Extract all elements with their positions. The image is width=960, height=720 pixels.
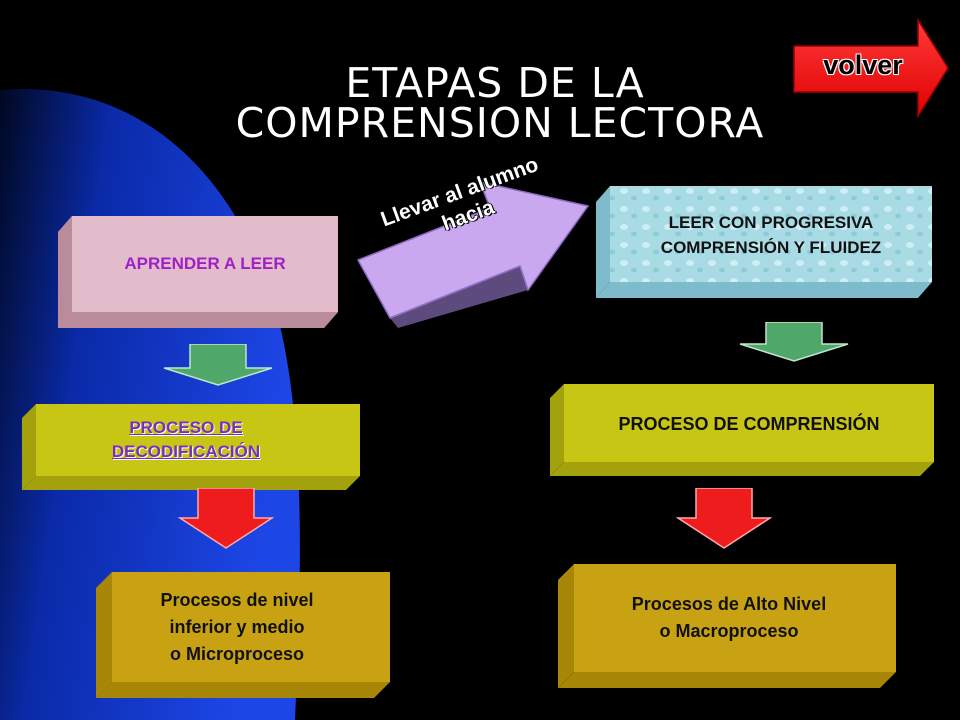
box-aprender-a-leer: APRENDER A LEER [58, 216, 338, 328]
green-down-arrow-right-icon [739, 322, 849, 362]
box-leer-con-progresiva: LEER CON PROGRESIVA COMPRENSIÓN Y FLUIDE… [596, 186, 932, 298]
macroproceso-line-2: o Macroproceso [659, 621, 799, 641]
box-proceso-comprension-label: PROCESO DE COMPRENSIÓN [618, 414, 880, 434]
box-macroproceso: Procesos de Alto Nivel o Macroproceso [558, 564, 896, 688]
box-proceso-decodificacion-label: PROCESO DE DECODIFICACIÓN [36, 408, 336, 472]
volver-button[interactable]: volver [790, 17, 950, 119]
box-leer-con-progresiva-label: LEER CON PROGRESIVA COMPRENSIÓN Y FLUIDE… [610, 190, 932, 280]
green-down-arrow-left-icon [163, 344, 273, 386]
box-microproceso-label: Procesos de nivel inferior y medio o Mic… [112, 578, 362, 676]
decodificacion-line-2: DECODIFICACIÓN [111, 442, 261, 461]
red-down-arrow-left-icon [178, 488, 274, 549]
title-line-2: COMPRENSION LECTORA [235, 99, 765, 147]
box-microproceso: Procesos de nivel inferior y medio o Mic… [96, 572, 390, 698]
box-aprender-a-leer-label: APRENDER A LEER [124, 254, 286, 273]
microproceso-line-2: inferior y medio [169, 616, 305, 637]
leer-line-1: LEER CON PROGRESIVA [668, 213, 874, 232]
box-proceso-decodificacion: PROCESO DE DECODIFICACIÓN [22, 404, 360, 490]
microproceso-line-1: Procesos de nivel [160, 589, 314, 610]
macroproceso-line-1: Procesos de Alto Nivel [631, 594, 827, 614]
title-line-1: ETAPAS DE LA [345, 59, 645, 107]
red-down-arrow-right-icon [676, 488, 772, 549]
decodificacion-line-1: PROCESO DE [129, 418, 243, 437]
llevar-arrow-icon [356, 180, 590, 328]
leer-line-2: COMPRENSIÓN Y FLUIDEZ [660, 238, 882, 257]
box-macroproceso-label: Procesos de Alto Nivel o Macroproceso [574, 564, 884, 672]
box-proceso-comprension: PROCESO DE COMPRENSIÓN [550, 384, 934, 476]
microproceso-line-3: o Microproceso [169, 643, 305, 664]
volver-label: volver [823, 50, 903, 80]
volver-arrow-icon [793, 17, 949, 119]
